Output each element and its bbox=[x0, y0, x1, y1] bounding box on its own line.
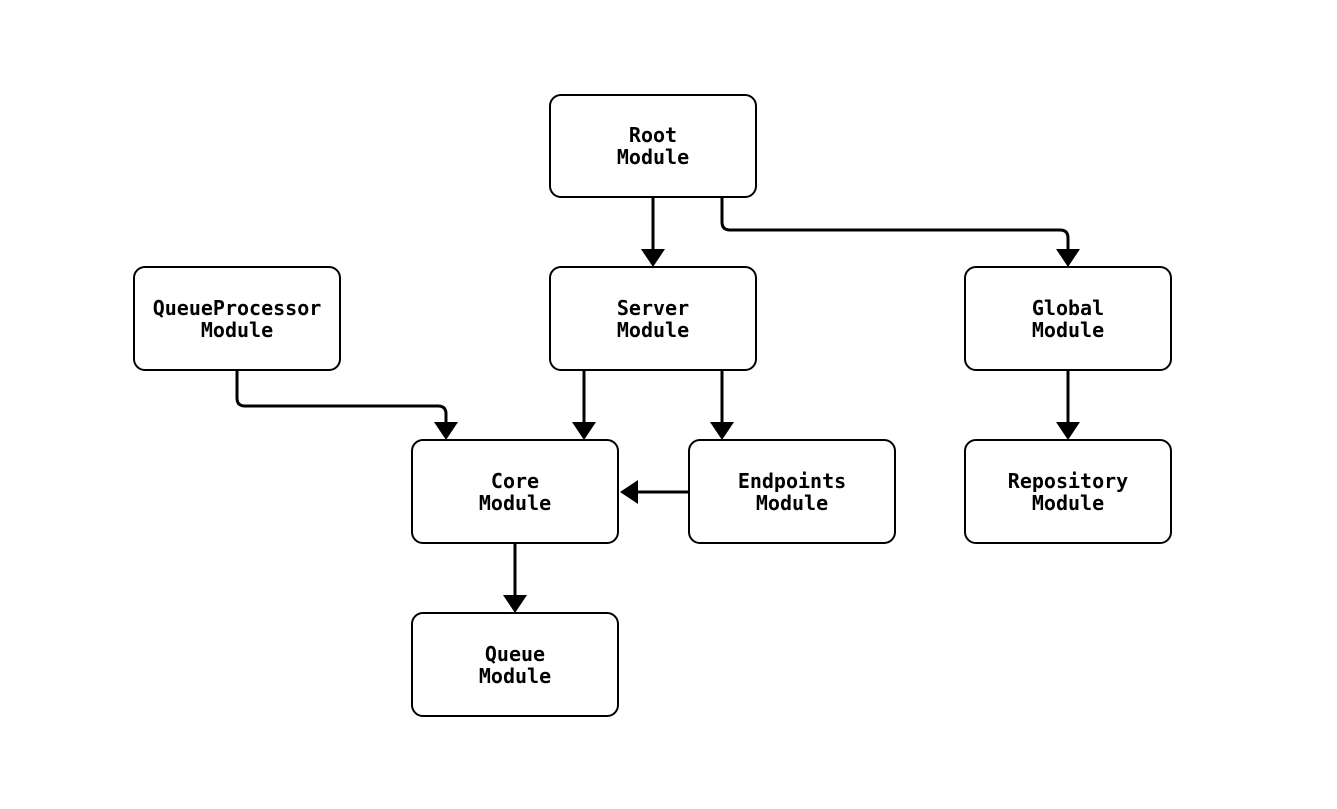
node-endpoints-module: Endpoints Module bbox=[688, 439, 896, 544]
edge-core-to-queue bbox=[503, 544, 527, 613]
edge-queueprocessor-to-core bbox=[235, 371, 458, 440]
node-server-module: Server Module bbox=[549, 266, 757, 371]
node-root-module: Root Module bbox=[549, 94, 757, 198]
edge-global-to-repository bbox=[1056, 371, 1080, 440]
node-global-module-label: Global Module bbox=[1031, 295, 1105, 342]
edge-endpoints-to-core bbox=[620, 480, 688, 504]
edge-server-to-endpoints bbox=[710, 371, 734, 440]
node-queueprocessor-module-label: QueueProcessor Module bbox=[152, 295, 322, 342]
node-server-module-label: Server Module bbox=[616, 295, 690, 342]
node-queue-module: Queue Module bbox=[411, 612, 619, 717]
node-repository-module: Repository Module bbox=[964, 439, 1172, 544]
edge-server-to-core bbox=[572, 371, 596, 440]
edge-root-to-global bbox=[720, 198, 1080, 267]
node-global-module: Global Module bbox=[964, 266, 1172, 371]
edge-root-to-server bbox=[641, 198, 665, 267]
node-repository-module-label: Repository Module bbox=[1007, 468, 1129, 515]
node-core-module-label: Core Module bbox=[478, 468, 552, 515]
node-queue-module-label: Queue Module bbox=[478, 641, 552, 688]
node-queueprocessor-module: QueueProcessor Module bbox=[133, 266, 341, 371]
node-endpoints-module-label: Endpoints Module bbox=[737, 468, 847, 515]
node-core-module: Core Module bbox=[411, 439, 619, 544]
node-root-module-label: Root Module bbox=[616, 123, 690, 169]
